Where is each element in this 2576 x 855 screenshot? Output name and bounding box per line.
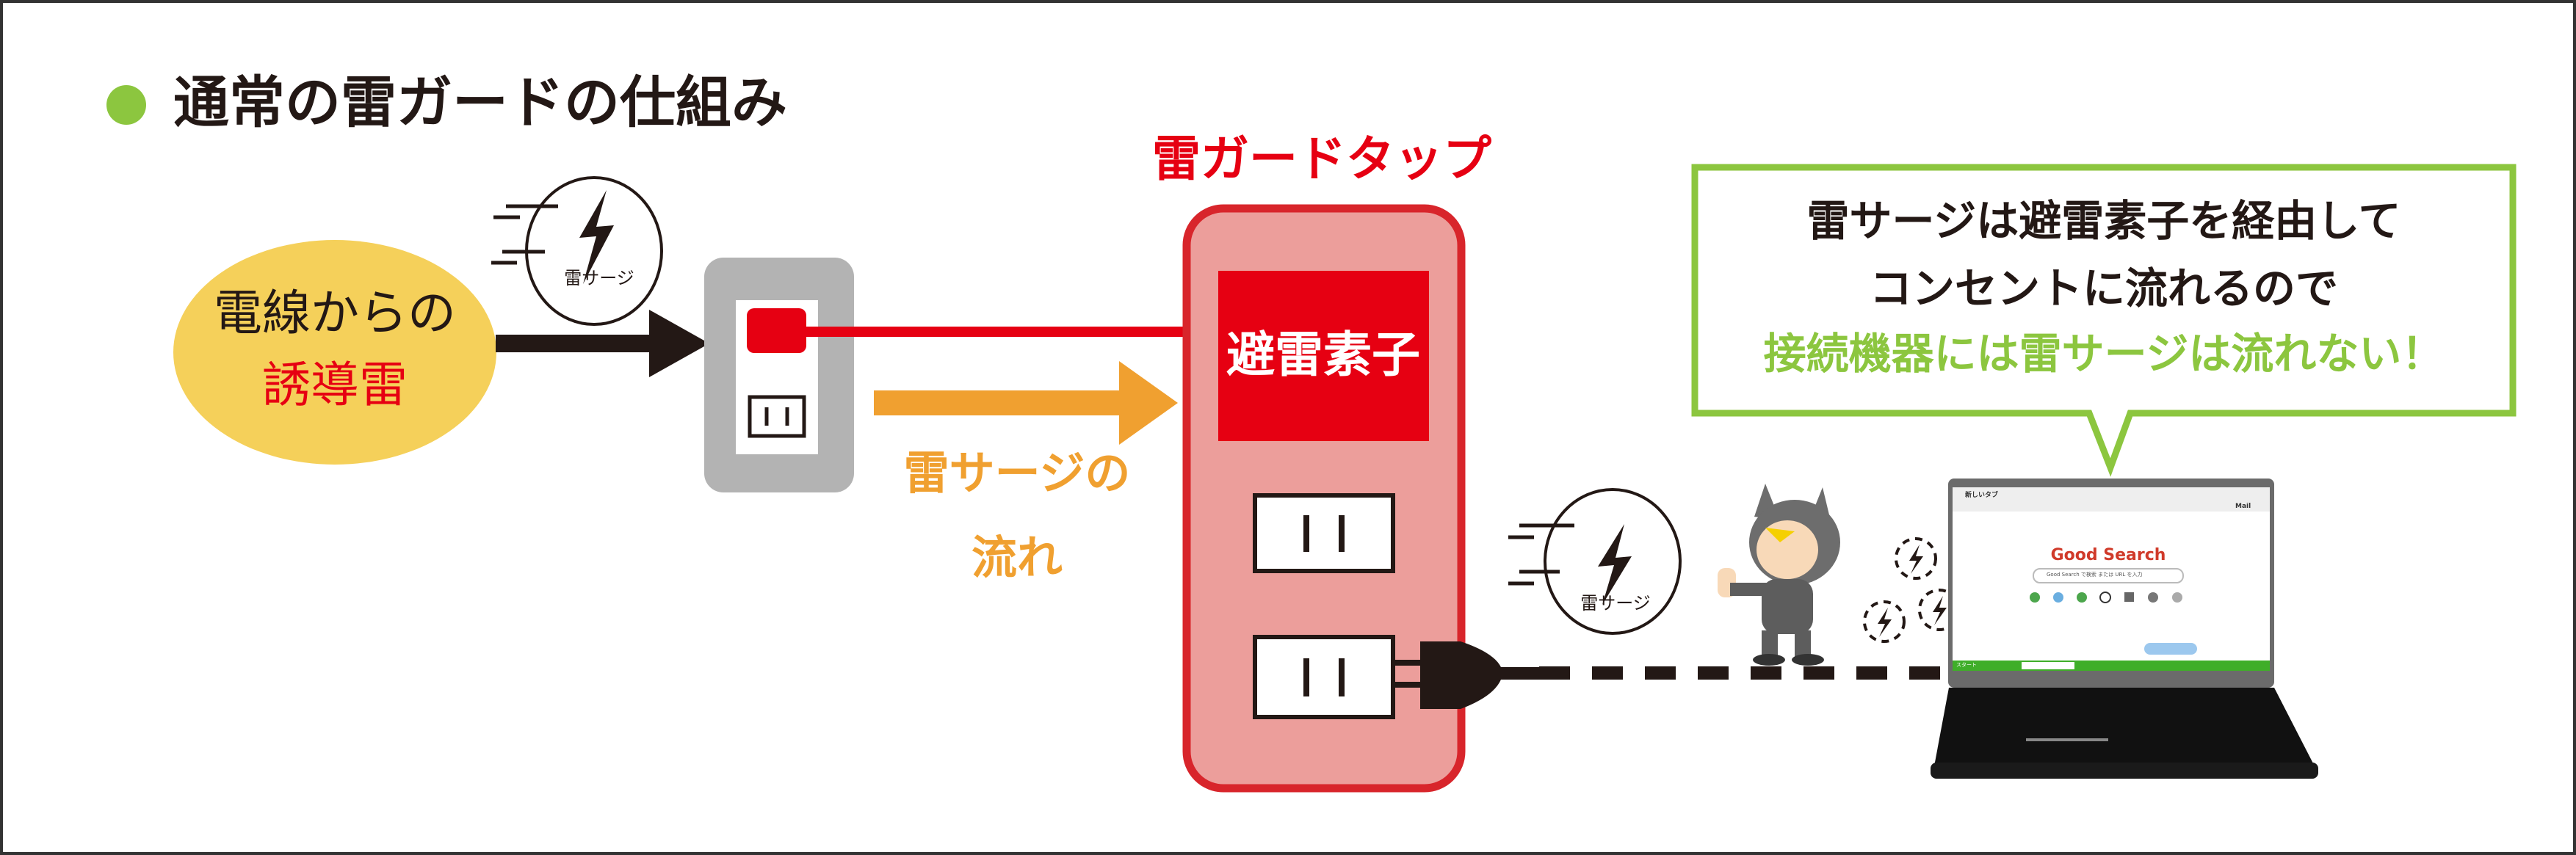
tap-socket-2 xyxy=(1253,635,1395,719)
lightning-bolt-icon xyxy=(1598,524,1632,605)
source-label-line1: 電線からの xyxy=(214,285,456,341)
callout-bubble xyxy=(1691,164,2517,477)
start-button: スタート xyxy=(1956,662,1977,668)
induced-lightning-bubble xyxy=(173,240,496,465)
search-logo: Good Search xyxy=(2050,546,2166,564)
surge-entry-point xyxy=(747,308,806,353)
callout-line1: 雷サージは避雷素子を経由して xyxy=(1806,196,2401,246)
callout-line2: コンセントに流れるので xyxy=(1869,263,2339,313)
search-box xyxy=(2033,568,2184,583)
search-placeholder: Good Search で検索 または URL を入力 xyxy=(2047,572,2143,578)
tap-title: 雷ガードタップ xyxy=(1152,131,1491,187)
title-bullet-icon xyxy=(106,85,146,125)
page-title: 通常の雷ガードの仕組み xyxy=(173,70,787,135)
surge-arrow-black xyxy=(496,310,709,377)
surge-badge-label-1: 雷サージ xyxy=(564,268,634,288)
laptop xyxy=(1931,479,2318,779)
surge-badge-1 xyxy=(491,176,663,326)
source-label-line2: 誘導雷 xyxy=(262,357,408,413)
guard-power-strip xyxy=(1182,204,1466,793)
surge-flow-label-line1: 雷サージの xyxy=(903,446,1131,500)
arrester-element-box xyxy=(1218,271,1429,441)
socket-icon xyxy=(748,395,806,438)
wall-outlet xyxy=(704,258,854,492)
arrester-element-label: 避雷素子 xyxy=(1226,327,1420,383)
browser-tab: 新しいタブ xyxy=(1965,492,1999,499)
surge-badge-2 xyxy=(1508,488,1682,635)
blocked-surge-icons xyxy=(1863,537,1961,643)
surge-path-line xyxy=(806,327,1188,337)
tap-socket-1 xyxy=(1253,493,1395,573)
surge-badge-label-2: 雷サージ xyxy=(1580,593,1651,614)
mascot-character xyxy=(1718,484,1840,666)
diagram-shapes xyxy=(106,85,2517,793)
surge-flow-arrow xyxy=(874,361,1178,445)
mail-link: Mail xyxy=(2235,503,2251,510)
callout-line3: 接続機器には雷サージは流れない！ xyxy=(1763,329,2445,379)
taskbar xyxy=(1953,661,2270,671)
plug-icon xyxy=(1393,641,1539,709)
surge-flow-label-line2: 流れ xyxy=(971,531,1063,584)
lightning-bolt-icon xyxy=(579,190,614,284)
